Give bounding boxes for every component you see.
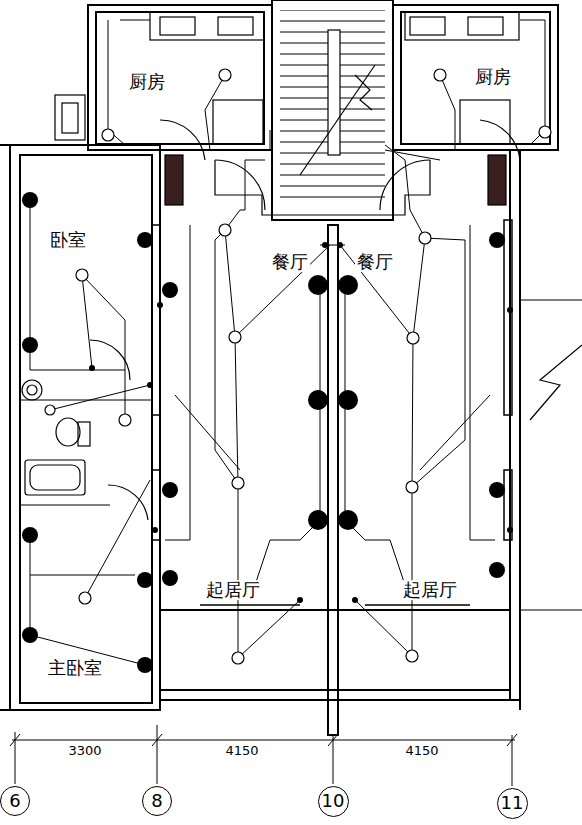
axis-bubble: 6: [0, 786, 30, 816]
room-name: 餐厅: [355, 252, 395, 272]
room-name: 厨房: [473, 67, 513, 87]
axis-number: 11: [501, 794, 524, 812]
dimension: 4150: [403, 744, 440, 758]
room-name: 起居厅: [401, 580, 459, 600]
room-name: 卧室: [48, 230, 88, 250]
axis-bubble: 10: [318, 786, 349, 817]
room-name: 餐厅: [270, 252, 310, 272]
dimension: 3300: [66, 744, 103, 758]
axis-number: 10: [322, 792, 345, 810]
room-name: 主卧室: [46, 658, 104, 678]
axis-number: 8: [151, 792, 162, 810]
axis-number: 6: [9, 792, 20, 810]
dimension: 4150: [223, 744, 260, 758]
room-name: 起居厅: [204, 580, 262, 600]
axis-bubble: 8: [142, 786, 172, 816]
axis-bubble: 11: [497, 788, 528, 819]
room-name: 厨房: [127, 72, 167, 92]
